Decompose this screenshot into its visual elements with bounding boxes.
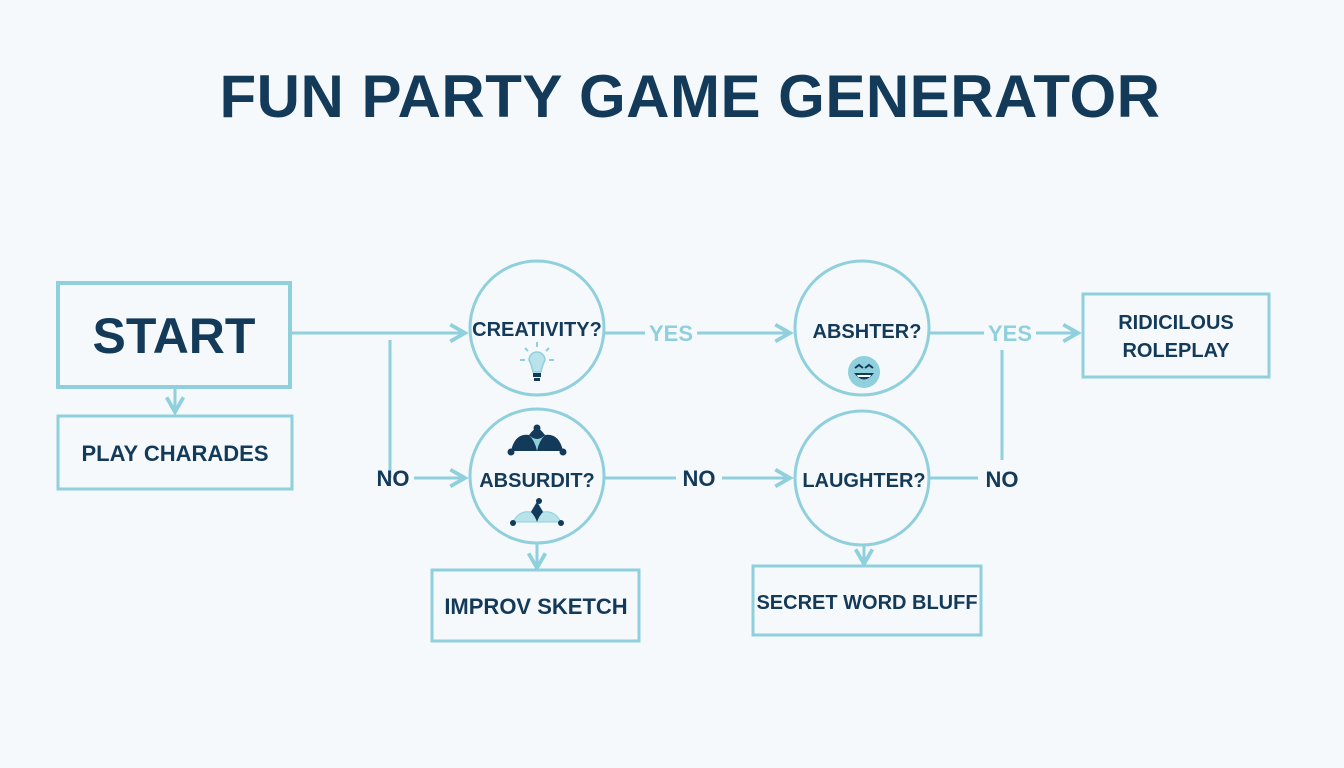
secret-word-bluff-label: SECRET WORD BLUFF (756, 592, 977, 614)
laughter-label: LAUGHTER? (802, 470, 925, 492)
secret-word-bluff-box (751, 564, 983, 637)
ridiculous-roleplay-label-line1: RIDICILOUS (1118, 312, 1234, 334)
improv-sketch-box (430, 568, 641, 643)
play-charades-box (56, 414, 294, 491)
edge-label-abshter-yes: YES (988, 321, 1032, 346)
abshter-label: ABSHTER? (813, 321, 922, 343)
ridiculous-roleplay-box (1081, 292, 1271, 379)
laughing-face-icon (848, 356, 880, 388)
edge-label-laughter-no: NO (986, 467, 1019, 492)
creativity-circle (468, 259, 606, 397)
edge-label-start-no: NO (377, 466, 410, 491)
jester-hat-icon (507, 424, 567, 456)
page-title: FUN PARTY GAME GENERATOR (219, 63, 1161, 130)
lightbulb-icon (520, 342, 554, 381)
improv-sketch-label: IMPROV SKETCH (444, 594, 627, 619)
abshter-circle (793, 259, 931, 397)
creativity-label: CREATIVITY? (472, 319, 602, 341)
start-label: START (93, 308, 256, 364)
ridiculous-roleplay-label-line2: ROLEPLAY (1122, 340, 1230, 362)
absurdit-label: ABSURDIT? (479, 470, 595, 492)
edge-label-creativity-yes: YES (649, 321, 693, 346)
play-charades-label: PLAY CHARADES (81, 441, 268, 466)
laughter-circle (793, 409, 931, 547)
edge-label-absurdit-no: NO (683, 466, 716, 491)
jester-hat-icon (510, 498, 564, 526)
start-box (56, 281, 292, 389)
absurdit-circle (468, 407, 606, 545)
